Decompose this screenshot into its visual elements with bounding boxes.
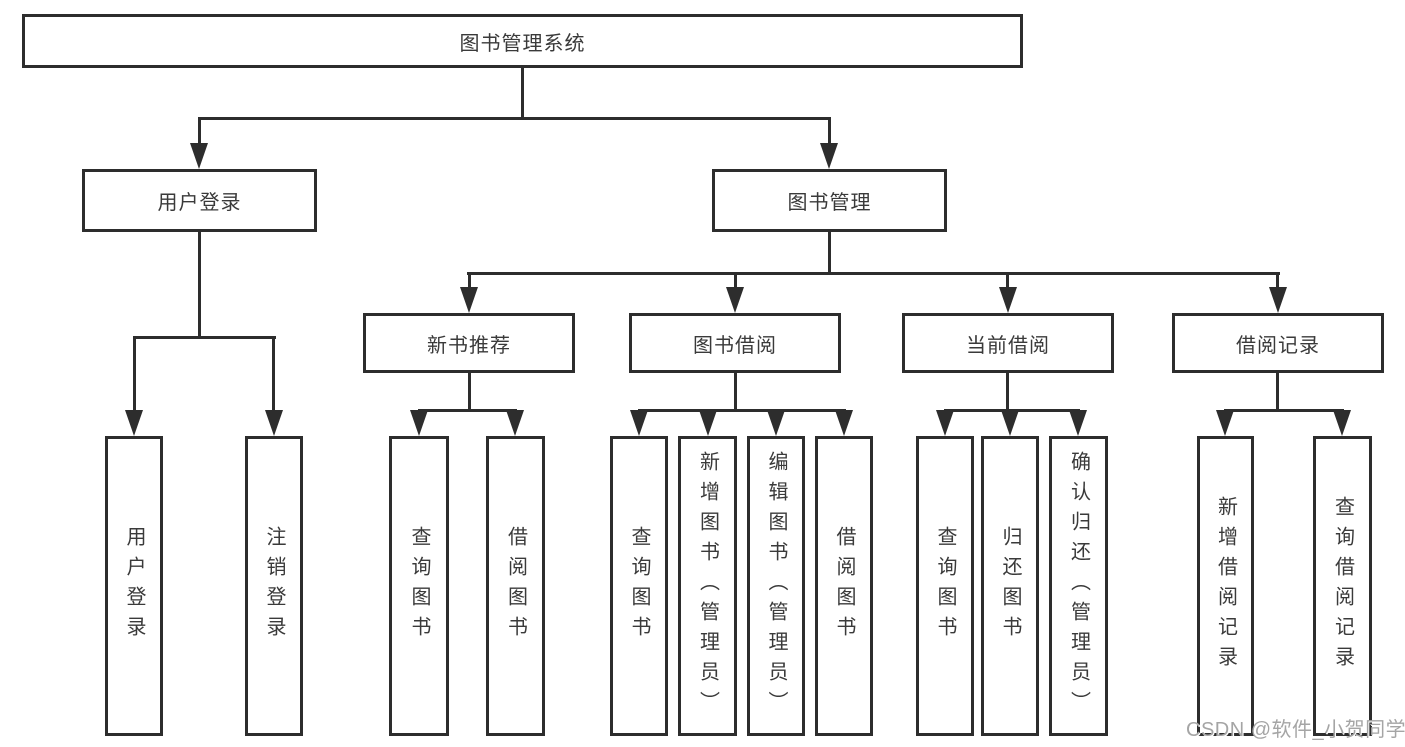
connector-line <box>1224 409 1344 412</box>
node-current-borrow: 当前借阅 <box>902 313 1114 373</box>
connector-line <box>198 117 831 120</box>
leaf-logout: 注销登录 <box>245 436 303 736</box>
connector-line <box>521 68 524 119</box>
leaf-edit-book-admin: 编辑图书（管理员） <box>747 436 805 736</box>
connector-line <box>828 232 831 274</box>
leaf-add-book-admin: 新增图书（管理员） <box>678 436 737 736</box>
leaf-query-book-2-label: 查询图书 <box>628 526 650 646</box>
leaf-query-book-3-label: 查询图书 <box>934 526 956 646</box>
arrow-down-icon <box>699 410 717 436</box>
node-root-label: 图书管理系统 <box>459 32 586 55</box>
connector-line <box>1276 272 1279 290</box>
leaf-confirm-return-admin: 确认归还（管理员） <box>1049 436 1108 736</box>
leaf-return-book-label: 归还图书 <box>999 526 1021 646</box>
leaf-borrow-book-1: 借阅图书 <box>486 436 545 736</box>
arrow-down-icon <box>125 410 143 436</box>
node-user-login: 用户登录 <box>82 169 317 232</box>
arrow-down-icon <box>767 410 785 436</box>
connector-line <box>734 272 737 290</box>
arrow-down-icon <box>265 410 283 436</box>
arrow-down-icon <box>410 410 428 436</box>
connector-line <box>828 117 831 146</box>
connector-line <box>198 117 201 146</box>
arrow-down-icon <box>630 410 648 436</box>
connector-line <box>734 373 737 411</box>
leaf-query-book-2: 查询图书 <box>610 436 668 736</box>
leaf-query-borrow-record: 查询借阅记录 <box>1313 436 1372 736</box>
connector-line <box>1006 272 1009 290</box>
node-book-borrow-label: 图书借阅 <box>693 334 777 357</box>
leaf-query-book-1: 查询图书 <box>389 436 449 736</box>
arrow-down-icon <box>835 410 853 436</box>
connector-line <box>1006 373 1009 411</box>
leaf-query-book-1-label: 查询图书 <box>408 526 430 646</box>
arrow-down-icon <box>999 287 1017 313</box>
connector-line <box>1276 373 1279 411</box>
connector-line <box>133 336 136 413</box>
leaf-add-borrow-record-label: 新增借阅记录 <box>1214 496 1237 676</box>
node-current-borrow-label: 当前借阅 <box>966 334 1050 357</box>
arrow-down-icon <box>1333 410 1351 436</box>
leaf-add-borrow-record: 新增借阅记录 <box>1197 436 1254 736</box>
leaf-query-book-3: 查询图书 <box>916 436 974 736</box>
leaf-borrow-book-1-label: 借阅图书 <box>504 526 527 646</box>
node-root: 图书管理系统 <box>22 14 1023 68</box>
connector-line <box>468 373 471 411</box>
leaf-user-login: 用户登录 <box>105 436 163 736</box>
arrow-down-icon <box>506 410 524 436</box>
node-new-book-recommend-label: 新书推荐 <box>427 334 511 357</box>
connector-line <box>272 336 275 413</box>
leaf-add-book-admin-label: 新增图书（管理员） <box>696 451 719 721</box>
watermark: CSDN @软件_小贺同学 <box>1186 719 1405 741</box>
node-new-book-recommend: 新书推荐 <box>363 313 575 373</box>
connector-line <box>638 409 846 412</box>
leaf-query-borrow-record-label: 查询借阅记录 <box>1331 496 1354 676</box>
leaf-return-book: 归还图书 <box>981 436 1039 736</box>
leaf-borrow-book-2-label: 借阅图书 <box>833 526 855 646</box>
arrow-down-icon <box>1069 410 1087 436</box>
node-book-borrow: 图书借阅 <box>629 313 841 373</box>
arrow-down-icon <box>1216 410 1234 436</box>
arrow-down-icon <box>460 287 478 313</box>
arrow-down-icon <box>190 143 208 169</box>
leaf-logout-label: 注销登录 <box>263 526 285 646</box>
leaf-user-login-label: 用户登录 <box>123 526 145 646</box>
connector-line <box>468 272 471 290</box>
connector-line <box>467 272 1280 275</box>
leaf-borrow-book-2: 借阅图书 <box>815 436 873 736</box>
arrow-down-icon <box>726 287 744 313</box>
node-user-login-label: 用户登录 <box>157 192 242 214</box>
connector-line <box>418 409 517 412</box>
arrow-down-icon <box>820 143 838 169</box>
arrow-down-icon <box>1001 410 1019 436</box>
node-borrow-record-label: 借阅记录 <box>1236 334 1320 357</box>
connector-line <box>198 232 201 338</box>
arrow-down-icon <box>936 410 954 436</box>
leaf-edit-book-admin-label: 编辑图书（管理员） <box>765 451 787 721</box>
connector-line <box>133 336 276 339</box>
node-book-management: 图书管理 <box>712 169 947 232</box>
node-borrow-record: 借阅记录 <box>1172 313 1384 373</box>
leaf-confirm-return-admin-label: 确认归还（管理员） <box>1067 451 1090 721</box>
node-book-management-label: 图书管理 <box>787 192 872 214</box>
arrow-down-icon <box>1269 287 1287 313</box>
